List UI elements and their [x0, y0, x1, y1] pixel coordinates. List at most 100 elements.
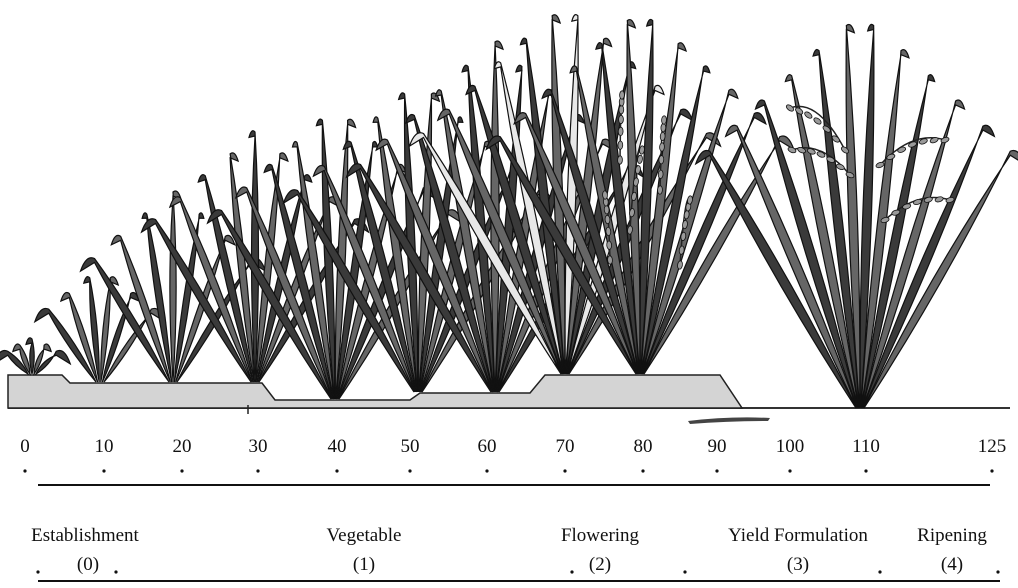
rice-grain: [604, 214, 611, 225]
day-tick-dot: [715, 469, 719, 473]
rice-leaf: [436, 108, 563, 375]
rice-grain: [787, 146, 797, 154]
rice-grain: [822, 125, 831, 133]
day-tick-label: 60: [478, 436, 497, 457]
rice-leaf: [345, 163, 492, 393]
rice-leaf: [25, 337, 35, 375]
rice-grain: [875, 161, 885, 169]
rice-grain: [627, 225, 633, 235]
rice-grain: [813, 117, 822, 125]
stage-separator-dot: [878, 570, 882, 574]
rice-leaf: [863, 149, 1018, 409]
rice-grain: [880, 216, 890, 224]
rice-leaf: [860, 49, 910, 409]
rice-grain: [657, 169, 664, 179]
rice-leaf: [140, 218, 252, 383]
rice-leaf: [372, 116, 418, 393]
day-tick-dot: [408, 469, 412, 473]
rice-leaf: [33, 343, 52, 377]
rice-grain: [631, 191, 637, 201]
rice-leaf: [404, 113, 494, 393]
rice-grain: [806, 148, 816, 155]
day-tick-dot: [563, 469, 567, 473]
day-tick-dot: [641, 469, 645, 473]
rice-leaf: [169, 190, 182, 383]
rice-plant: [0, 337, 72, 377]
water-channel-mark: [688, 417, 770, 424]
rice-grain: [680, 231, 687, 241]
rice-grain: [908, 141, 917, 148]
rice-leaf: [334, 118, 357, 400]
rice-leaf: [639, 18, 654, 375]
stage-code-label: (1): [353, 554, 375, 575]
rice-leaf: [263, 163, 334, 400]
rice-plant: [485, 18, 795, 375]
rice-leaf: [110, 234, 171, 383]
rice-leaf: [34, 349, 72, 376]
rice-grain: [687, 195, 693, 205]
rice-grain: [635, 165, 641, 175]
rice-leaf: [812, 48, 860, 409]
rice-grain: [637, 154, 643, 164]
growth-stages: Establishment(0)Vegetable(1)Flowering(2)…: [31, 525, 1000, 575]
rice-grain: [658, 155, 665, 165]
panicle-stem: [879, 137, 946, 166]
rice-grain: [918, 138, 928, 145]
day-tick-label: 70: [556, 436, 575, 457]
rice-leaf: [234, 186, 333, 400]
rice-grain: [945, 196, 955, 204]
day-tick-dot: [256, 469, 260, 473]
rice-leaf: [642, 112, 767, 375]
stage-name-label: Flowering: [561, 525, 640, 546]
rice-grain: [897, 146, 907, 153]
rice-grain: [618, 105, 625, 115]
stage-name-label: Vegetable: [327, 525, 402, 546]
rice-grain: [617, 155, 623, 165]
rice-grain: [795, 107, 804, 115]
rice-plant: [694, 23, 1018, 409]
rice-leaf: [173, 212, 205, 383]
stage-separator-dot: [570, 570, 574, 574]
rice-leaf: [724, 124, 858, 409]
rice-leaf: [861, 74, 936, 409]
rice-grain: [891, 209, 901, 216]
rice-leaf: [0, 349, 30, 376]
stage-separator-dot: [683, 570, 687, 574]
rice-grain: [797, 147, 807, 154]
rice-grain: [940, 136, 950, 144]
day-tick-label: 30: [249, 436, 268, 457]
day-tick-dot: [864, 469, 868, 473]
rice-grain: [840, 146, 850, 154]
rice-grain: [785, 104, 795, 112]
rice-grain: [929, 137, 939, 144]
day-tick-dot: [102, 469, 106, 473]
day-tick-label: 110: [852, 436, 880, 457]
rice-leaf: [33, 307, 97, 383]
rice-leaf: [513, 112, 638, 375]
day-tick-dot: [990, 469, 994, 473]
rice-leaf: [59, 291, 99, 383]
rice-leaf: [862, 124, 996, 409]
rice-leaf: [315, 118, 336, 400]
rice-grain: [835, 163, 845, 170]
rice-grain: [617, 140, 624, 150]
rice-leaf: [859, 23, 875, 409]
day-tick-label: 80: [634, 436, 653, 457]
rice-leaf: [595, 42, 640, 375]
rice-grain: [934, 196, 944, 203]
rice-leaf: [861, 99, 966, 409]
rice-grain: [826, 156, 836, 163]
rice-grain: [639, 145, 645, 155]
day-tick-label: 20: [173, 436, 192, 457]
stage-name-label: Ripening: [917, 525, 987, 546]
stage-name-label: Establishment: [31, 525, 139, 546]
day-tick-dot: [335, 469, 339, 473]
rice-plant: [33, 276, 167, 383]
stage-code-label: (3): [787, 554, 809, 575]
rice-leaf: [229, 152, 255, 383]
rice-grain: [682, 219, 688, 230]
rice-grain: [606, 240, 612, 250]
